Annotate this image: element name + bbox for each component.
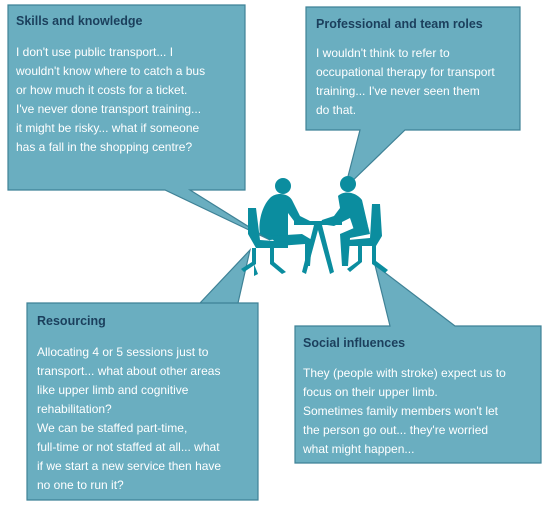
skills-quote: I don't use public transport... I wouldn… bbox=[16, 43, 244, 157]
resourcing-line: Allocating 4 or 5 sessions just to bbox=[37, 345, 209, 359]
resourcing-line: transport... what about other areas bbox=[37, 364, 221, 378]
skills-line: wouldn't know where to catch a bus bbox=[16, 64, 206, 78]
professional-roles-panel: Professional and team roles I wouldn't t… bbox=[316, 17, 520, 120]
social-line: the person go out... they're worried bbox=[303, 423, 489, 437]
skills-line: it might be risky... what if someone bbox=[16, 121, 200, 135]
skills-line: I've never done transport training... bbox=[16, 102, 202, 116]
skills-line: has a fall in the shopping centre? bbox=[16, 140, 193, 154]
roles-title: Professional and team roles bbox=[316, 17, 483, 31]
skills-knowledge-panel: Skills and knowledge I don't use public … bbox=[16, 14, 244, 157]
man-body bbox=[320, 192, 368, 230]
resourcing-line: no one to run it? bbox=[37, 478, 124, 492]
social-line: focus on their upper limb. bbox=[303, 385, 438, 399]
social-line: what might happen... bbox=[303, 442, 415, 456]
resourcing-bubble-shape bbox=[26, 247, 259, 501]
roles-quote: I wouldn't think to refer to occupationa… bbox=[316, 44, 520, 120]
resourcing-line: We can be staffed part-time, bbox=[37, 421, 188, 435]
roles-line: do that. bbox=[316, 103, 357, 117]
woman-head bbox=[275, 178, 291, 194]
social-quote: They (people with stroke) expect us to f… bbox=[303, 364, 539, 459]
skills-line: I don't use public transport... I bbox=[16, 45, 174, 59]
social-influences-panel: Social influences They (people with stro… bbox=[303, 336, 539, 459]
meeting-silhouette-icon bbox=[241, 176, 388, 276]
resourcing-line: like upper limb and cognitive bbox=[37, 383, 189, 397]
skills-bubble-shape bbox=[7, 4, 271, 241]
roles-line: I wouldn't think to refer to bbox=[316, 46, 450, 60]
right-chair bbox=[347, 204, 388, 273]
social-bubble-shape bbox=[294, 263, 542, 464]
man-head bbox=[340, 176, 356, 192]
resourcing-line: rehabilitation? bbox=[37, 402, 112, 416]
social-line: Sometimes family members won't let bbox=[303, 404, 499, 418]
roles-line: training... I've never seen them bbox=[316, 84, 480, 98]
resourcing-quote: Allocating 4 or 5 sessions just to trans… bbox=[37, 343, 259, 495]
resourcing-line: if we start a new service then have bbox=[37, 459, 222, 473]
social-title: Social influences bbox=[303, 336, 406, 350]
skills-line: or how much it costs for a ticket. bbox=[16, 83, 188, 97]
roles-bubble-shape bbox=[305, 6, 521, 190]
social-line: They (people with stroke) expect us to bbox=[303, 366, 506, 380]
table bbox=[294, 221, 342, 274]
resourcing-line: full-time or not staffed at all... what bbox=[37, 440, 220, 454]
skills-title: Skills and knowledge bbox=[16, 14, 143, 28]
man-legs bbox=[340, 226, 370, 266]
resourcing-panel: Resourcing Allocating 4 or 5 sessions ju… bbox=[37, 314, 259, 495]
roles-line: occupational therapy for transport bbox=[316, 65, 495, 79]
resourcing-title: Resourcing bbox=[37, 314, 106, 328]
woman-body bbox=[259, 194, 310, 240]
left-chair bbox=[241, 208, 288, 276]
